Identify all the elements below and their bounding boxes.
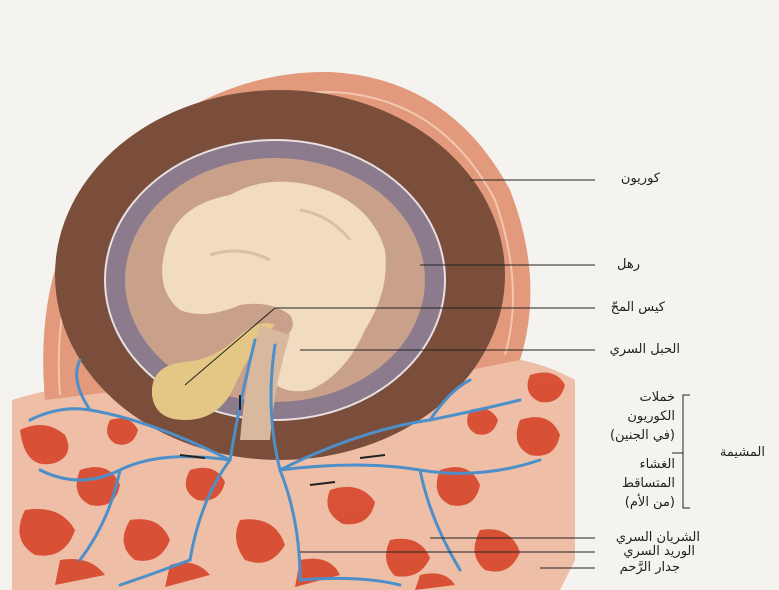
- label-umbilical-vein: الوريد السري: [600, 544, 695, 560]
- label-decidua: الغشاء المتساقط (من الأم): [605, 455, 675, 512]
- label-placenta: المشيمة: [695, 445, 765, 461]
- label-umbilical-cord: الحبل السري: [600, 342, 680, 358]
- label-chorion: كوريون: [600, 171, 660, 187]
- label-chorionic-villi: خملات الكوريون (في الجنين): [605, 388, 675, 445]
- label-amnion: رهل: [600, 257, 640, 273]
- label-yolk-sac: كيس المحّ: [600, 300, 665, 316]
- label-uterine-wall: جدار الرَّحم: [600, 560, 680, 576]
